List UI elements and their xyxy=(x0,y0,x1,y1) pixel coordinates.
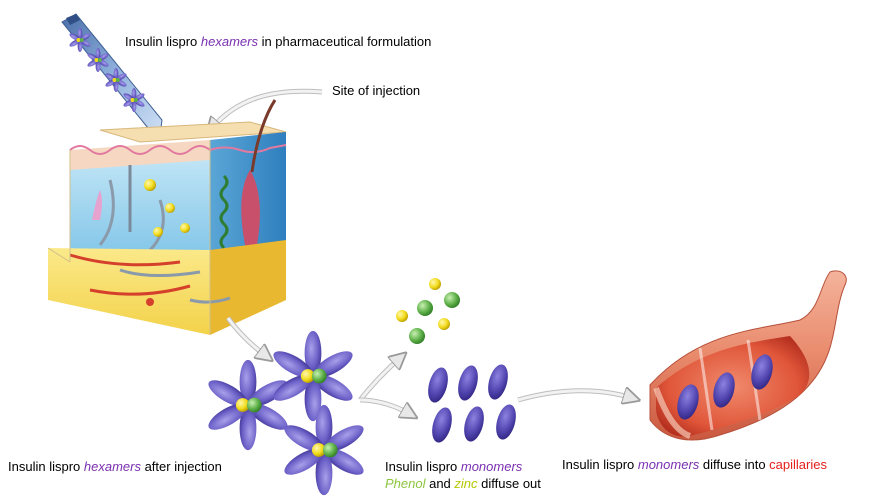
label-after-prefix: Insulin lispro xyxy=(8,459,84,474)
monomer-icon xyxy=(428,364,516,443)
skin-cross-section-icon xyxy=(47,99,287,335)
zinc-ion-icon xyxy=(396,278,450,330)
label-formulation: Insulin lispro hexamers in pharmaceutica… xyxy=(125,34,431,50)
label-capillaries-middle: diffuse into xyxy=(699,457,770,472)
capillary-vessel-icon xyxy=(649,270,847,441)
label-site-of-injection: Site of injection xyxy=(332,83,420,99)
label-monomers: Insulin lispro monomers xyxy=(385,459,522,475)
label-capillaries: Insulin lispro monomers diffuse into cap… xyxy=(562,457,827,473)
label-and: and xyxy=(425,476,455,491)
label-phenol: Phenol xyxy=(385,476,426,491)
label-monomers-highlight: monomers xyxy=(460,459,523,474)
label-formulation-prefix: Insulin lispro xyxy=(125,34,201,49)
label-monomers-prefix: Insulin lispro xyxy=(385,459,461,474)
label-formulation-suffix: in pharmaceutical formulation xyxy=(257,34,432,49)
label-capillaries-highlight: monomers xyxy=(637,457,700,472)
label-after-highlight: hexamers xyxy=(83,459,141,474)
label-diffuse-suffix: diffuse out xyxy=(477,476,541,491)
label-capillaries-prefix: Insulin lispro xyxy=(562,457,638,472)
label-site-text: Site of injection xyxy=(332,83,421,98)
label-diffuse-out: Phenol and zinc diffuse out xyxy=(385,476,541,492)
label-formulation-highlight: hexamers xyxy=(200,34,258,49)
hexamer-icon xyxy=(204,330,368,496)
phenol-molecule-icon xyxy=(409,292,460,344)
label-after-injection: Insulin lispro hexamers after injection xyxy=(8,459,222,475)
syringe-icon xyxy=(61,13,163,137)
arrow-icon xyxy=(210,88,323,130)
label-after-suffix: after injection xyxy=(140,459,222,474)
label-capillaries-red: capillaries xyxy=(769,457,827,472)
label-zinc: zinc xyxy=(454,476,478,491)
